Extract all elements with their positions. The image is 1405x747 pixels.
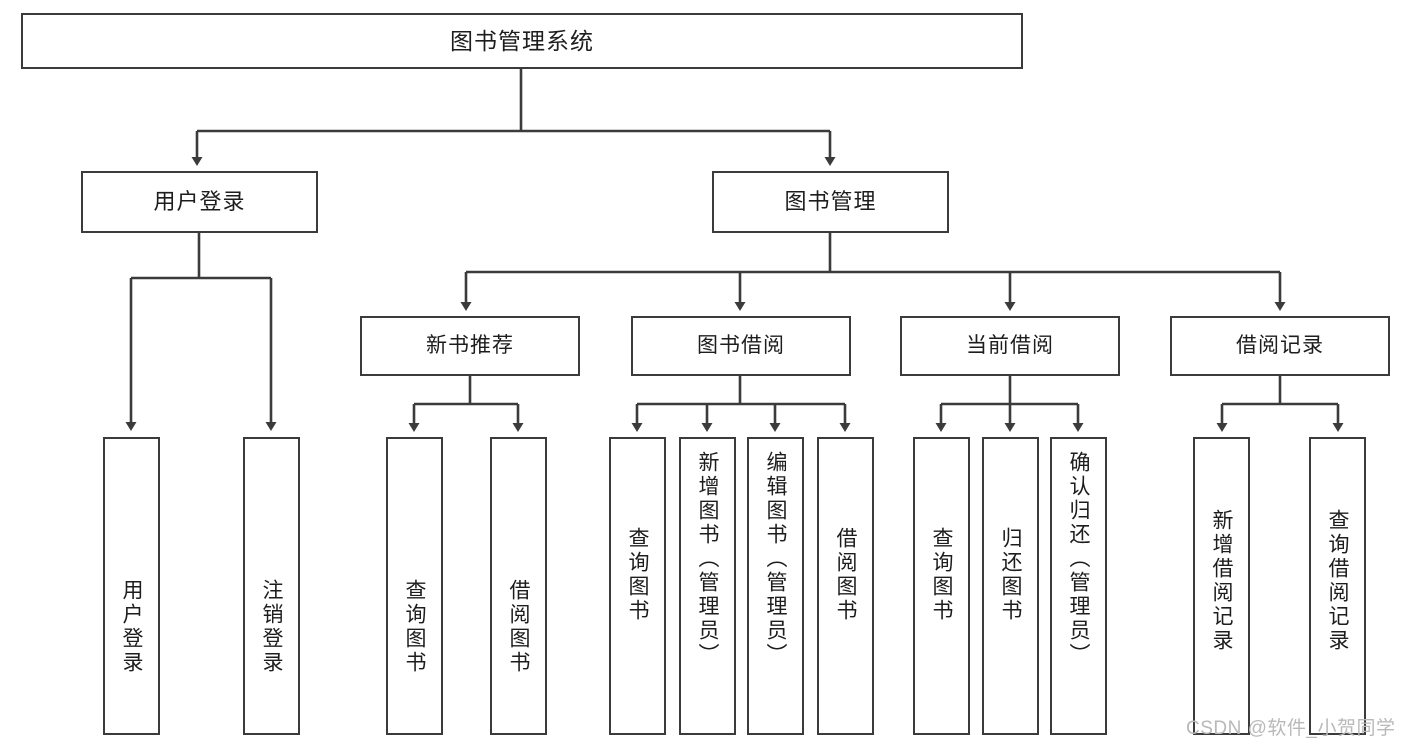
node-label: 新增借阅记录 (1210, 509, 1233, 653)
node-current-borrow[interactable]: 当前借阅 (900, 316, 1120, 376)
leaf-add-borrow-record[interactable]: 新增借阅记录 (1193, 437, 1250, 735)
leaf-query-books-current[interactable]: 查询图书 (913, 437, 970, 735)
leaf-user-login[interactable]: 用户登录 (103, 437, 160, 735)
node-label: 借阅记录 (1236, 333, 1324, 357)
leaf-query-books-recommend[interactable]: 查询图书 (386, 437, 443, 735)
node-label: 用户登录 (153, 189, 246, 215)
node-label: 确认归还（管理员） (1067, 451, 1090, 667)
leaf-borrow-books[interactable]: 借阅图书 (817, 437, 874, 735)
node-label: 查询图书 (930, 527, 953, 623)
csdn-watermark: CSDN @软件_小贺同学 (1186, 718, 1396, 739)
node-label: 归还图书 (999, 527, 1022, 623)
node-label: 用户登录 (120, 579, 143, 675)
leaf-add-book-admin[interactable]: 新增图书（管理员） (679, 437, 736, 735)
node-root-system[interactable]: 图书管理系统 (21, 13, 1023, 69)
node-label: 查询图书 (403, 579, 426, 675)
node-label: 查询图书 (626, 527, 649, 623)
node-new-book-recommend[interactable]: 新书推荐 (360, 316, 580, 376)
node-label: 查询借阅记录 (1326, 509, 1349, 653)
node-book-management[interactable]: 图书管理 (712, 171, 949, 233)
leaf-confirm-return-admin[interactable]: 确认归还（管理员） (1050, 437, 1107, 735)
leaf-query-borrow-record[interactable]: 查询借阅记录 (1309, 437, 1366, 735)
leaf-edit-book-admin[interactable]: 编辑图书（管理员） (747, 437, 804, 735)
leaf-query-books-borrow[interactable]: 查询图书 (609, 437, 666, 735)
node-label: 图书管理 (784, 189, 877, 215)
node-label: 新增图书（管理员） (696, 451, 719, 667)
node-borrow-records[interactable]: 借阅记录 (1170, 316, 1390, 376)
leaf-return-books[interactable]: 归还图书 (982, 437, 1039, 735)
node-book-borrow[interactable]: 图书借阅 (631, 316, 851, 376)
node-label: 图书借阅 (697, 333, 785, 357)
node-label: 注销登录 (260, 579, 283, 675)
node-user-login[interactable]: 用户登录 (81, 171, 318, 233)
node-label: 借阅图书 (834, 527, 857, 623)
node-label: 图书管理系统 (450, 27, 594, 54)
leaf-borrow-books-recommend[interactable]: 借阅图书 (490, 437, 547, 735)
node-label: 当前借阅 (966, 333, 1054, 357)
node-label: 编辑图书（管理员） (764, 451, 787, 667)
node-label: 借阅图书 (507, 579, 530, 675)
node-label: 新书推荐 (426, 333, 514, 357)
leaf-logout[interactable]: 注销登录 (243, 437, 300, 735)
